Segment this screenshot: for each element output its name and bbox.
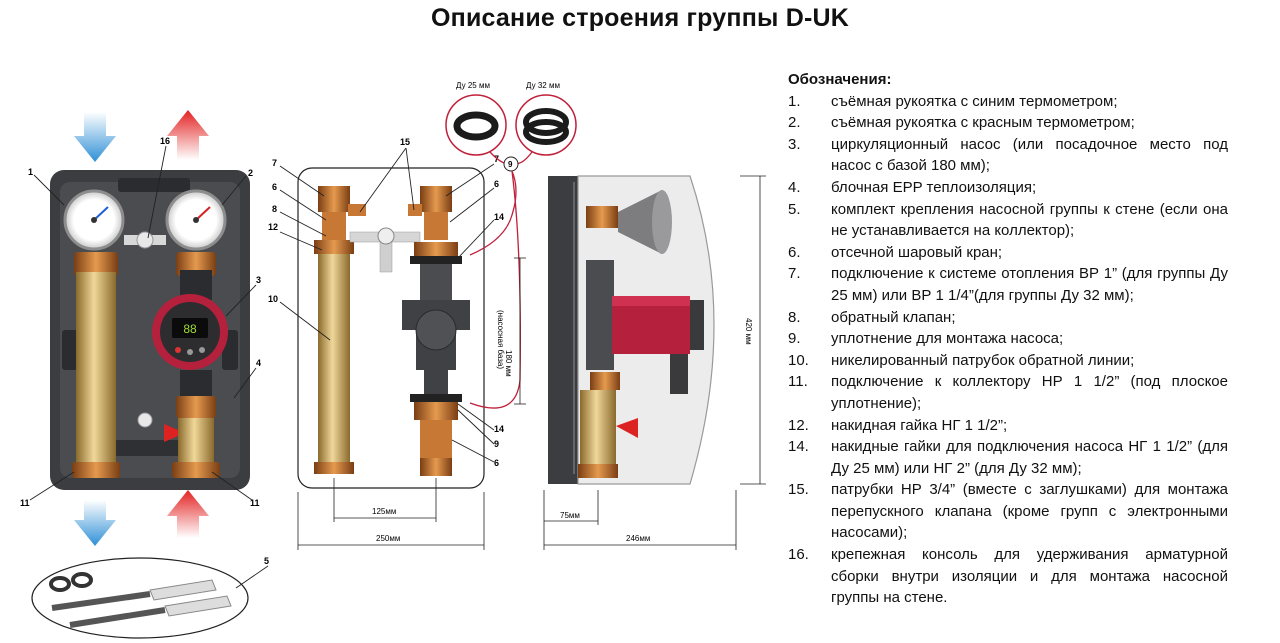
legend-item-number: 4.	[788, 178, 801, 196]
callout-14-top: 14	[494, 212, 504, 222]
callout-1: 1	[28, 167, 33, 177]
legend-item: 3. циркуляционный насос (или посадочное м…	[788, 134, 1228, 177]
legend-item-number: 9.	[788, 330, 801, 348]
callout-8: 8	[272, 204, 277, 214]
legend-item: 7. подключение к системе отопления ВР 1” …	[788, 263, 1228, 306]
legend-item-number: 16.	[788, 546, 809, 564]
legend-item-text: съёмная рукоятка с синим термометром;	[831, 92, 1118, 110]
legend-heading: Обозначения:	[788, 71, 892, 88]
callout-6-bottom: 6	[494, 458, 499, 468]
legend-item-text: накидная гайка НГ 1 1/2”;	[831, 416, 1008, 434]
dimension-75: 75мм	[560, 511, 580, 520]
dimension-pump-base: (насосная база)	[496, 310, 505, 369]
legend-item-text: циркуляционный насос (или посадочное мес…	[831, 135, 1228, 175]
left-assembly-view: 88 1 2 3 4 11 11 16	[20, 110, 269, 639]
legend-item: 9. уплотнение для монтажа насоса;	[788, 328, 1228, 350]
legend-item-number: 11.	[788, 373, 808, 391]
legend-item-text: обратный клапан;	[831, 308, 956, 326]
legend-item-number: 6.	[788, 243, 801, 261]
legend-item-text: подключение к коллектору НР 1 1/2” (под …	[831, 373, 1228, 412]
legend-item-number: 8.	[788, 308, 801, 326]
callout-10: 10	[268, 294, 278, 304]
callout-2: 2	[248, 168, 253, 178]
callout-12: 12	[268, 222, 278, 232]
legend-item-number: 3.	[788, 135, 801, 153]
technical-diagram: 88 1 2 3 4 11 11 16	[20, 81, 766, 639]
legend-panel: Обозначения: 1. съёмная рукоятка с синим …	[788, 69, 1228, 609]
legend-item-text: съёмная рукоятка с красным термометром;	[831, 114, 1135, 132]
callout-11-left: 11	[20, 498, 30, 508]
legend-item-number: 14.	[788, 438, 809, 456]
legend-item-text: комплект крепления насосной группы к сте…	[831, 200, 1228, 240]
legend-item: 1. съёмная рукоятка с синим термометром;	[788, 91, 1228, 113]
callout-9-bottom: 9	[494, 439, 499, 449]
callout-6-left: 6	[272, 182, 277, 192]
callout-9-top: 9	[508, 160, 513, 169]
legend-item-number: 1.	[788, 92, 801, 110]
callout-14-bottom: 14	[494, 424, 504, 434]
side-profile-view: 75мм 246мм 420 мм	[543, 175, 766, 550]
legend-item-number: 5.	[788, 200, 801, 218]
legend-item-number: 2.	[788, 114, 801, 132]
svg-text:88: 88	[183, 322, 197, 336]
callout-7-left: 7	[272, 158, 277, 168]
legend-item-text: никелированный патрубок обратной линии;	[831, 351, 1135, 369]
dimension-180: 180 мм	[504, 350, 513, 377]
legend-item-text: патрубки НР 3/4” (вместе с заглушками) д…	[831, 481, 1228, 542]
legend-item: 2. съёмная рукоятка с красным термометром…	[788, 112, 1228, 134]
dimension-420: 420 мм	[744, 318, 753, 345]
page-title: Описание строения группы D-UK	[431, 4, 849, 32]
dimension-250: 250мм	[376, 534, 400, 543]
legend-item-text: подключение к системе отопления ВР 1” (д…	[831, 265, 1228, 304]
legend-item-number: 10.	[788, 351, 809, 369]
legend-item: 14. накидные гайки для подключения насоса…	[788, 436, 1228, 479]
legend-item-text: крепежная консоль для удерживания армату…	[831, 546, 1228, 607]
legend-item: 8. обратный клапан;	[788, 307, 1228, 329]
seal-label-25: Ду 25 мм	[456, 81, 490, 90]
return-pipe-brass	[76, 272, 116, 468]
legend-item: 4. блочная EPP теплоизоляция;	[788, 177, 1228, 199]
cold-inflow-arrow-top	[74, 112, 116, 162]
legend-item: 6. отсечной шаровый кран;	[788, 242, 1228, 264]
callout-15: 15	[400, 137, 410, 147]
seal-label-32: Ду 32 мм	[526, 81, 560, 90]
legend-item-number: 12.	[788, 416, 809, 434]
legend-item: 16. крепежная консоль для удерживания арм…	[788, 544, 1228, 609]
legend-list: 1. съёмная рукоятка с синим термометром; 2…	[788, 91, 1228, 609]
legend-item-number: 7.	[788, 265, 801, 283]
schematic-return-pipe	[318, 254, 350, 464]
legend-item: 11. подключение к коллектору НР 1 1/2” (п…	[788, 371, 1228, 414]
legend-item: 5. комплект крепления насосной группы к с…	[788, 199, 1228, 242]
legend-item: 12. накидная гайка НГ 1 1/2”;	[788, 415, 1228, 437]
hot-inflow-arrow-bottom	[167, 490, 209, 538]
callout-3: 3	[256, 275, 261, 285]
legend-item-number: 15.	[788, 481, 809, 499]
hot-outflow-arrow-top	[167, 110, 209, 160]
callout-6-right: 6	[494, 179, 499, 189]
callout-5: 5	[264, 556, 269, 566]
callout-11-right: 11	[250, 498, 260, 508]
callout-4: 4	[256, 358, 261, 368]
front-schematic-view: 7 6 8 12 10 15 7 6 14 14 9 6 Ду 25 мм Ду…	[268, 81, 577, 550]
legend-item-text: отсечной шаровый кран;	[831, 243, 1003, 261]
dimension-125: 125мм	[372, 507, 396, 516]
legend-item: 10. никелированный патрубок обратной лини…	[788, 350, 1228, 372]
legend-item: 15. патрубки НР 3/4” (вместе с заглушками…	[788, 479, 1228, 544]
cold-outflow-arrow-bottom	[74, 500, 116, 546]
callout-16: 16	[160, 136, 170, 146]
legend-item-text: накидные гайки для подключения насоса НГ…	[831, 438, 1228, 477]
legend-item-text: блочная EPP теплоизоляция;	[831, 178, 1037, 196]
legend-item-text: уплотнение для монтажа насоса;	[831, 330, 1064, 348]
seal-circle-25	[445, 94, 507, 156]
dimension-246: 246мм	[626, 534, 650, 543]
